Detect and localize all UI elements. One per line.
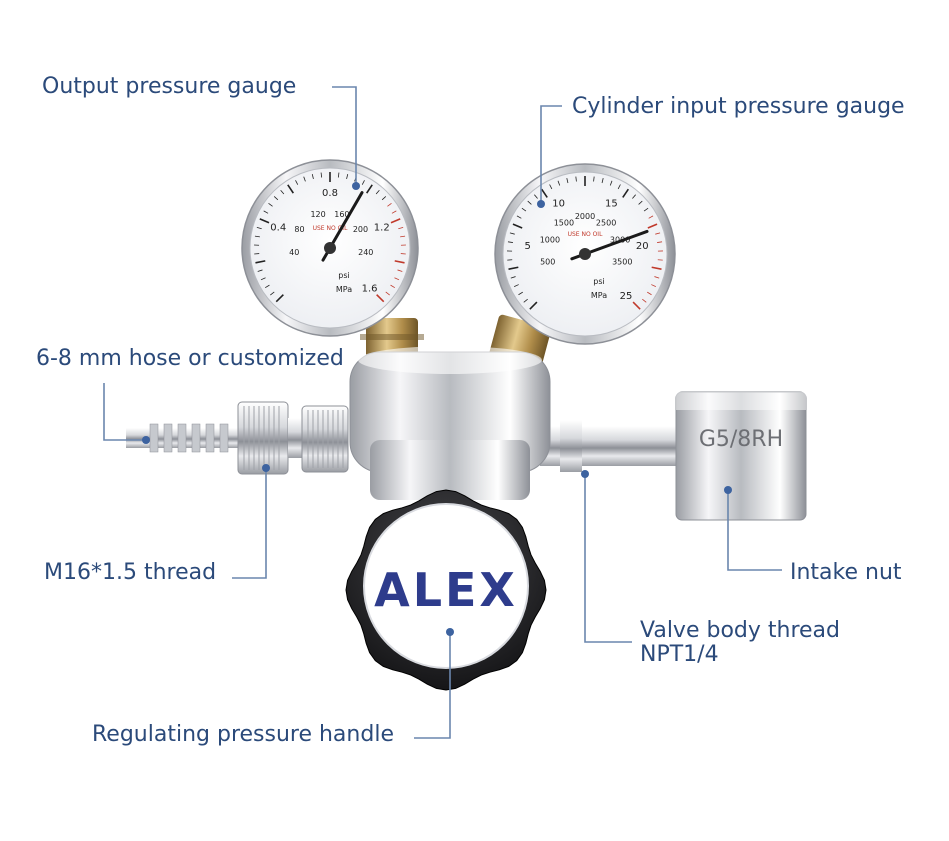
dot-input-gauge: [537, 200, 545, 208]
gauge-mpa-tick: 20: [636, 241, 649, 252]
gauge-mpa-tick: 0.8: [322, 188, 338, 199]
gauge-psi-tick: 3500: [612, 257, 632, 266]
gauge-mpa-tick: 15: [605, 198, 618, 209]
label-hose: 6-8 mm hose or customized: [36, 346, 344, 372]
gauge-warning: USE NO OIL: [568, 231, 604, 238]
dot-handle: [446, 628, 454, 636]
gauge-unit-mpa: MPa: [591, 291, 607, 300]
label-m16-thread: M16*1.5 thread: [44, 560, 216, 586]
gauge-psi-tick: 500: [540, 257, 555, 266]
gauge-psi-tick: 240: [358, 248, 373, 257]
gauge-unit-psi: psi: [593, 277, 604, 286]
leader-m16-thread: [232, 470, 266, 578]
gauge-psi-tick: 2000: [575, 212, 595, 221]
intake-nut-part: G5/8RH: [676, 392, 806, 520]
brand-logo: ALEX: [374, 563, 518, 617]
gauge-mpa-tick: 1.6: [362, 284, 378, 295]
gauge-psi-tick: 120: [310, 210, 325, 219]
gauge-unit-mpa: MPa: [336, 285, 352, 294]
dot-valve-body: [581, 470, 589, 478]
dot-output-gauge: [352, 182, 360, 190]
label-input-gauge: Cylinder input pressure gauge: [572, 94, 905, 120]
dot-intake-nut: [724, 486, 732, 494]
gauge-mpa-tick: 0.4: [270, 223, 286, 234]
label-valve-body-line1: Valve body thread: [640, 618, 840, 644]
dot-hose: [142, 436, 150, 444]
gauge-psi-tick: 80: [294, 225, 304, 234]
label-output-gauge: Output pressure gauge: [42, 74, 296, 100]
gauge-mpa-tick: 10: [552, 198, 565, 209]
valve-body-outlet: [540, 420, 690, 472]
gauge-psi-tick: 1000: [540, 235, 560, 244]
gauge-psi-tick: 200: [353, 225, 368, 234]
regulating-knob: ALEX: [346, 490, 546, 690]
label-handle: Regulating pressure handle: [92, 722, 394, 748]
gauge-psi-tick: 40: [289, 248, 299, 257]
nut-marking: G5/8RH: [699, 427, 783, 452]
gauge-mpa-tick: 5: [525, 241, 531, 252]
gauge-mpa-tick: 1.2: [374, 223, 390, 234]
gauge-mpa-tick: 25: [620, 291, 633, 302]
dot-m16-thread: [262, 464, 270, 472]
label-intake-nut: Intake nut: [790, 560, 902, 586]
input-pressure-gauge: 510152025500100015002000250030003500USE …: [495, 164, 675, 344]
gauge-psi-tick: 1500: [554, 218, 574, 227]
label-valve-body-line2: NPT1/4: [640, 642, 719, 668]
m16-thread-fitting: [238, 402, 348, 474]
gauge-psi-tick: 2500: [596, 218, 616, 227]
leader-valve-body: [585, 476, 632, 642]
gauge-unit-psi: psi: [338, 271, 349, 280]
valve-body: [350, 346, 550, 500]
